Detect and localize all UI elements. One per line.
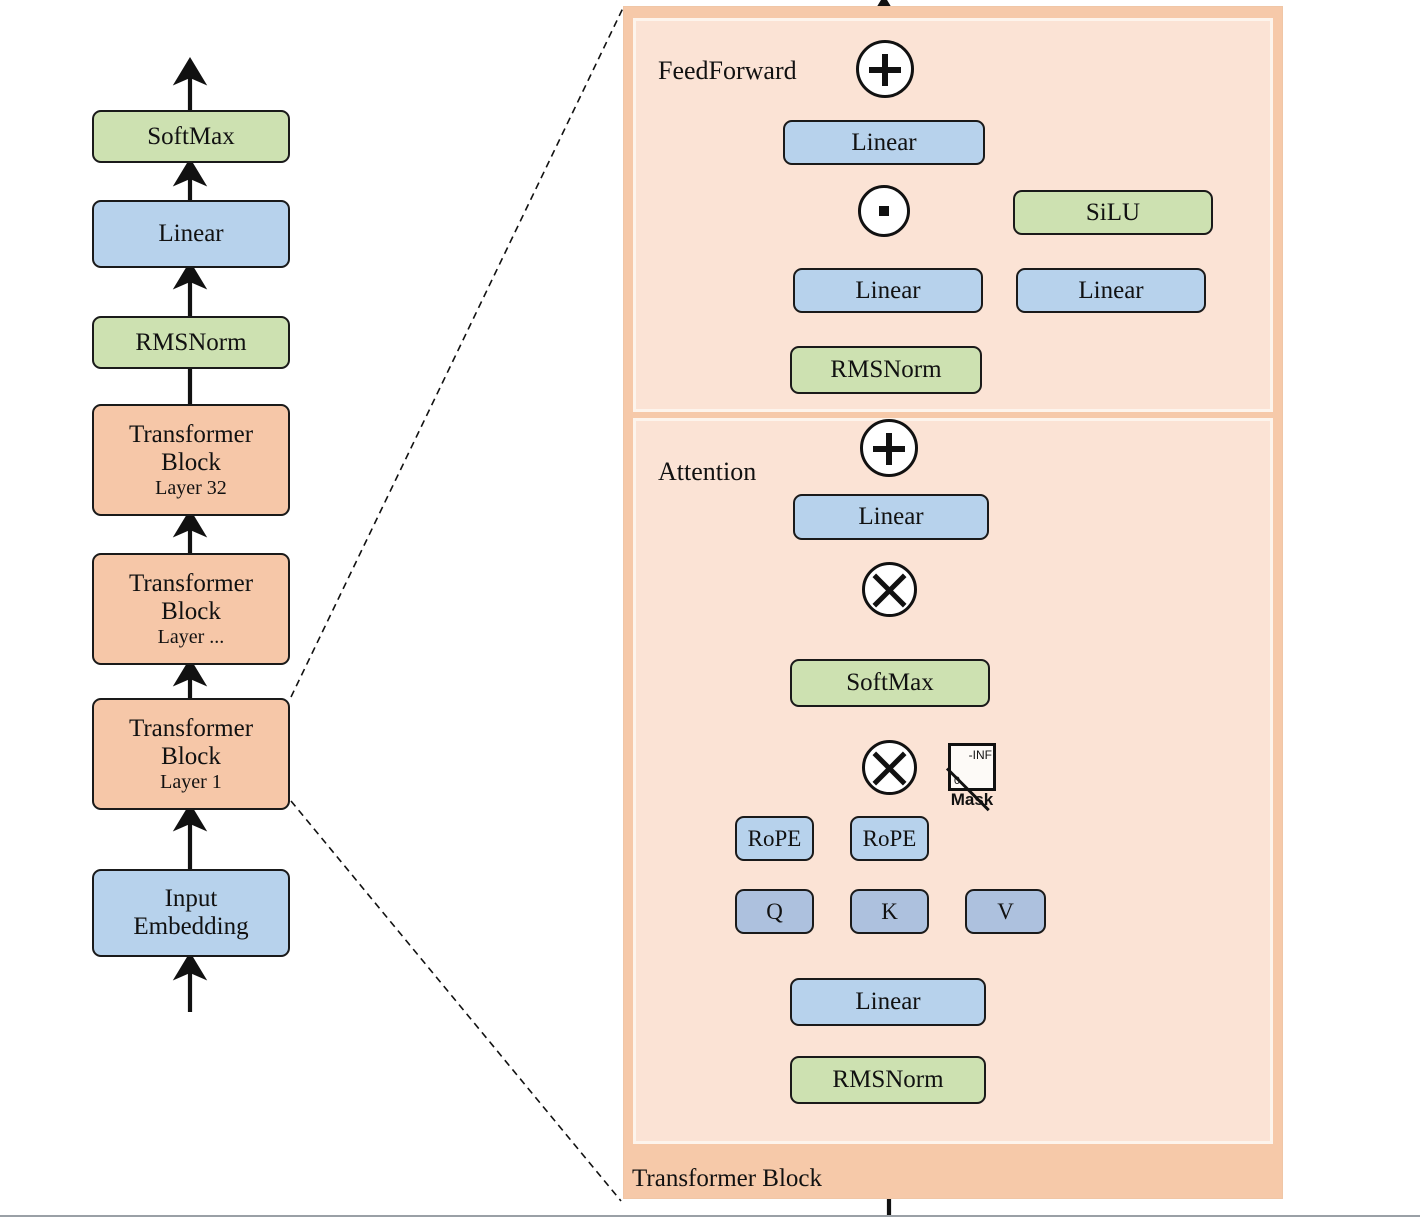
node-sublabel: Layer 1 <box>160 770 222 793</box>
node-label: Q <box>766 898 783 924</box>
node-label: SoftMax <box>846 669 934 696</box>
feedforward-title: FeedForward <box>658 56 797 85</box>
attn-linear-out[interactable]: Linear <box>793 494 989 540</box>
node-label: RMSNorm <box>135 328 247 356</box>
node-label: RMSNorm <box>830 356 942 383</box>
node-label: Transformer Block <box>128 569 254 625</box>
node-label: Linear <box>851 128 917 156</box>
node-label: RoPE <box>862 825 917 851</box>
ff-add-operator <box>856 40 914 98</box>
node-label: SiLU <box>1085 198 1141 226</box>
node-label: Linear <box>855 988 921 1015</box>
q-projection[interactable]: Q <box>735 889 814 934</box>
k-projection[interactable]: K <box>850 889 929 934</box>
node-label: Transformer Block <box>128 714 254 770</box>
ff-linear-up[interactable]: Linear <box>1016 268 1206 313</box>
stack-node-transformer-block-1[interactable]: Transformer Block Layer 1 <box>92 698 290 810</box>
node-label: Linear <box>858 503 924 530</box>
causal-mask-icon: 0 -INF <box>945 743 996 812</box>
attn-rmsnorm[interactable]: RMSNorm <box>790 1056 986 1104</box>
ff-linear-gate[interactable]: Linear <box>793 268 983 313</box>
ff-rmsnorm[interactable]: RMSNorm <box>790 346 982 394</box>
node-label: Input Embedding <box>133 885 249 940</box>
ff-multiply-operator <box>858 185 910 237</box>
node-label: V <box>997 898 1014 924</box>
node-label: Linear <box>1078 276 1144 304</box>
mask-label: Mask <box>950 790 994 809</box>
attn-add-operator <box>860 419 918 477</box>
node-label: Transformer Block <box>128 420 254 476</box>
bottom-divider <box>0 1215 1420 1217</box>
stack-node-input-embedding[interactable]: Input Embedding <box>92 869 290 957</box>
node-label: RoPE <box>747 825 802 851</box>
ff-silu[interactable]: SiLU <box>1013 190 1213 235</box>
stack-node-rmsnorm[interactable]: RMSNorm <box>92 316 290 369</box>
mask-upper-value: -INF <box>968 748 992 762</box>
rope-q[interactable]: RoPE <box>735 816 814 861</box>
stack-node-softmax[interactable]: SoftMax <box>92 110 290 163</box>
mask-lower-value: 0 <box>954 775 961 787</box>
stack-node-transformer-block-mid[interactable]: Transformer Block Layer ... <box>92 553 290 665</box>
node-label: SoftMax <box>147 122 235 150</box>
node-label: Linear <box>855 276 921 304</box>
attn-matmul-value-operator <box>862 562 917 617</box>
ff-linear-out[interactable]: Linear <box>783 120 985 165</box>
node-label: RMSNorm <box>832 1066 944 1093</box>
stack-node-transformer-block-32[interactable]: Transformer Block Layer 32 <box>92 404 290 516</box>
node-label: K <box>881 898 898 924</box>
attn-softmax[interactable]: SoftMax <box>790 659 990 707</box>
node-sublabel: Layer 32 <box>155 476 227 499</box>
attention-title: Attention <box>658 457 757 486</box>
rope-k[interactable]: RoPE <box>850 816 929 861</box>
attn-linear-qkv[interactable]: Linear <box>790 978 986 1026</box>
transformer-block-caption: Transformer Block <box>632 1165 823 1192</box>
node-label: Linear <box>158 220 224 247</box>
node-sublabel: Layer ... <box>157 625 225 648</box>
stack-node-linear[interactable]: Linear <box>92 200 290 268</box>
attn-matmul-qk-operator <box>862 740 917 795</box>
v-projection[interactable]: V <box>965 889 1046 934</box>
callout-lines <box>290 7 624 1202</box>
